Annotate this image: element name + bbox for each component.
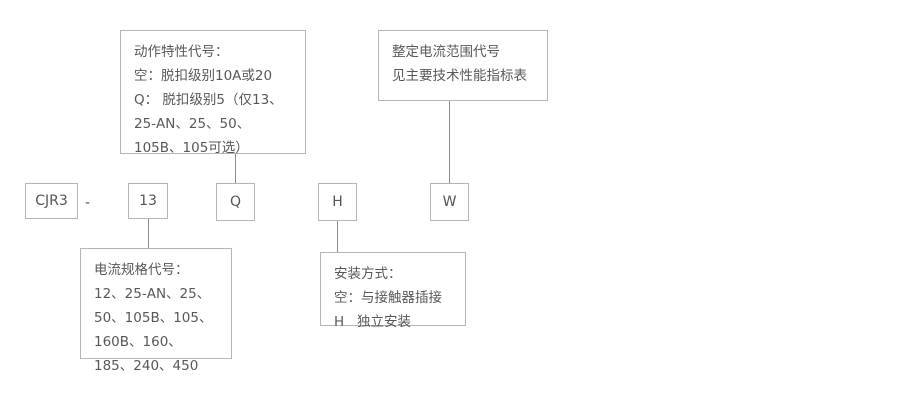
connector-h-to-mounting [337,221,338,252]
note-mounting-method: 安装方式： 空：与接触器插接 H 独立安装 [320,252,466,330]
note-current-spec: 电流规格代号： 12、25-AN、25、50、105B、105、160B、160… [80,248,232,374]
note-action-characteristic: 动作特性代号： 空：脱扣级别10A或20 Q： 脱扣级别5（仅13、25-AN、… [120,30,306,156]
token-series[interactable]: CJR3 [25,183,78,219]
note-current-range: 整定电流范围代号 见主要技术性能指标表 [378,30,548,101]
connector-range-to-w [449,101,450,183]
token-current-spec[interactable]: 13 [128,183,168,219]
token-mounting[interactable]: H [318,183,357,221]
connector-13-to-spec [148,219,149,248]
connector-action-to-q [235,154,236,183]
token-action-characteristic[interactable]: Q [216,183,255,221]
token-current-range[interactable]: W [430,183,469,221]
model-separator-dash: - [85,195,91,211]
